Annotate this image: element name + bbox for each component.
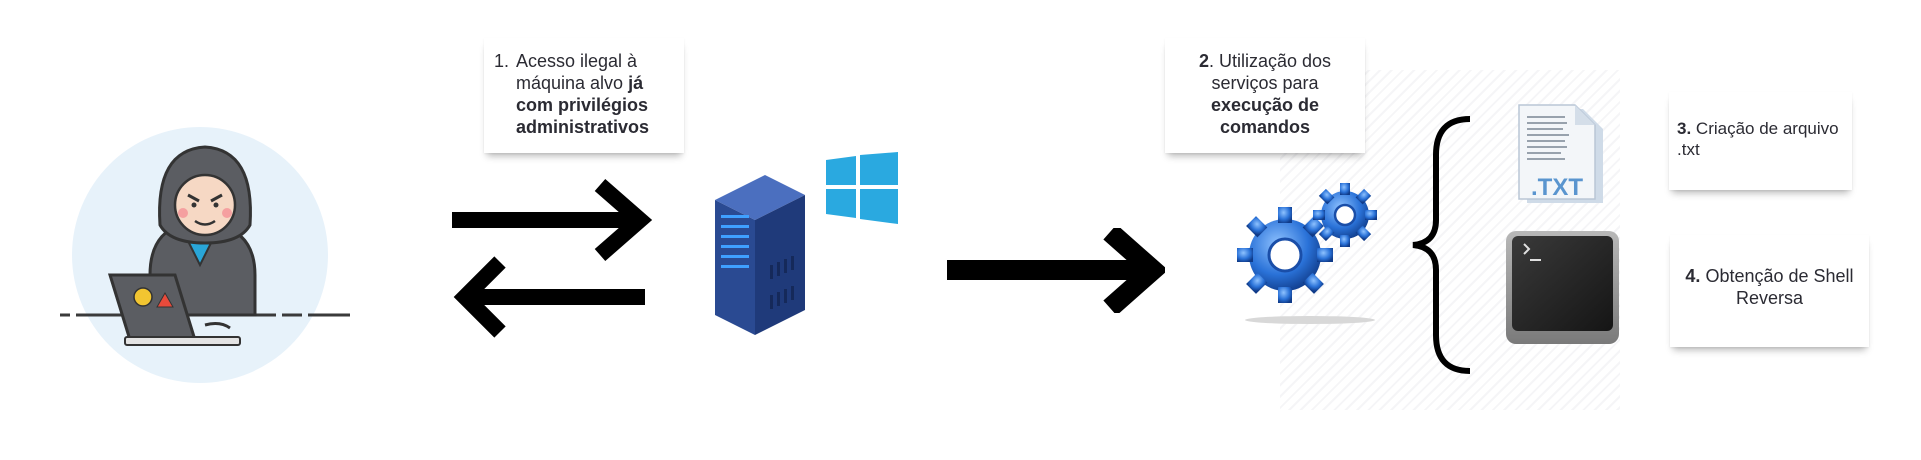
step1-text-regular: Acesso ilegal à máquina alvo [516,51,638,93]
step3-text: Criação de arquivo .txt [1677,119,1839,159]
step2-text-regular: . Utilização dos serviços para [1208,51,1332,93]
step1-number: 1. [494,51,510,71]
arrow-left [453,256,645,338]
step4-text: Obtenção de Shell Reversa [1705,266,1854,308]
windows-logo-icon [826,152,898,224]
arrow-to-services [947,228,1165,313]
txt-file-icon: .TXT [1518,104,1603,203]
step4-note: 4. Obtenção de Shell Reversa [1670,235,1869,347]
server-icon [715,175,805,335]
step3-note: 3. Criação de arquivo .txt [1669,92,1852,190]
step2-note: 2. Utilização dos serviços para execução… [1165,38,1365,153]
step1-note: 1. Acesso ilegal à máquina alvo já com p… [484,38,684,153]
step4-number: 4. [1685,266,1701,286]
step2-text-bold: execução de comandos [1210,95,1320,137]
step3-number: 3. [1677,119,1692,138]
arrow-right [452,178,653,262]
bidirectional-arrows [452,178,653,338]
step1-text: Acesso ilegal à máquina alvo já com priv… [516,50,674,138]
hacker-avatar [60,127,350,383]
step2-number: 2 [1198,51,1209,71]
gears-icon [1237,183,1377,324]
terminal-icon [1506,231,1619,344]
step1-text-bold: já com privilégios administrativos [516,73,650,137]
curly-brace [1412,116,1471,374]
txt-extension-label: .TXT [1531,174,1583,201]
